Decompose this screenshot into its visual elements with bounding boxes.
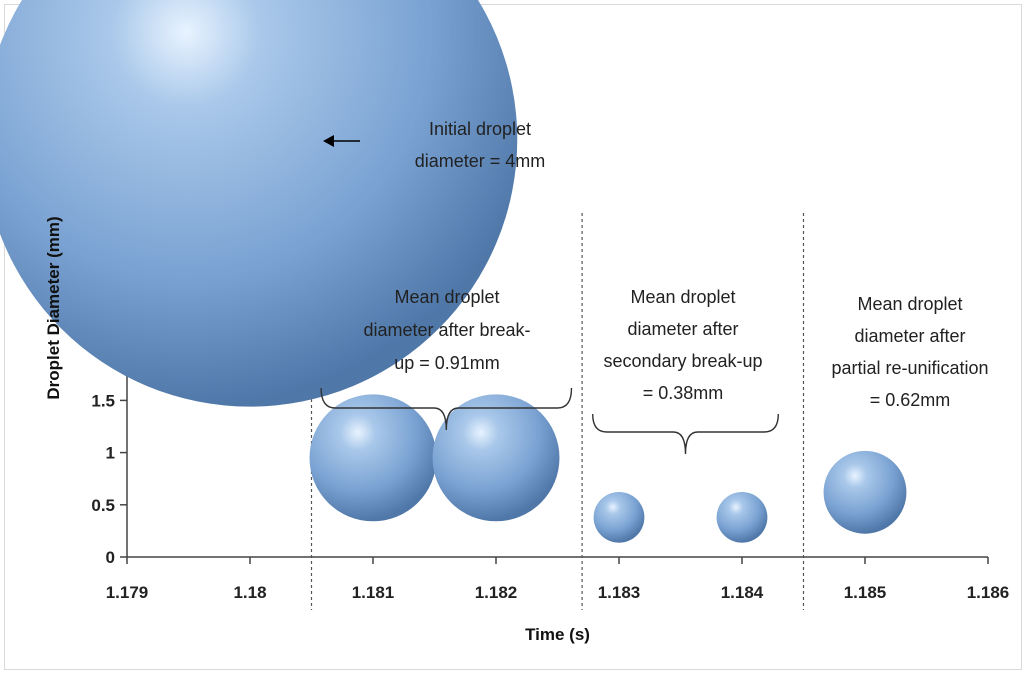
y-tick-label: 1.5 [91,391,115,410]
y-tick-label: 1 [106,444,115,463]
data-points [0,0,907,543]
x-tick-label: 1.185 [844,583,887,602]
y-tick-label: 0.5 [91,496,115,515]
x-tick-label: 1.182 [475,583,518,602]
x-tick-label: 1.18 [233,583,266,602]
x-tick-label: 1.183 [598,583,641,602]
brace-secondary [592,413,779,455]
y-axis-title: Droplet Diameter (mm) [44,216,63,399]
x-tick-label: 1.181 [352,583,395,602]
droplet-point [432,394,560,522]
x-tick-label: 1.186 [967,583,1010,602]
y-tick-label: 0 [106,548,115,567]
droplet-point [823,450,907,534]
x-tick-label: 1.179 [106,583,149,602]
chart-frame [4,4,1022,670]
x-axis-title: Time (s) [525,625,590,644]
droplet-point [309,394,437,522]
droplet-point [716,491,768,543]
droplet-point [0,0,518,407]
arrow-head [323,135,334,147]
x-tick-label: 1.184 [721,583,764,602]
brace-breakup [320,387,573,431]
droplet-point [593,491,645,543]
